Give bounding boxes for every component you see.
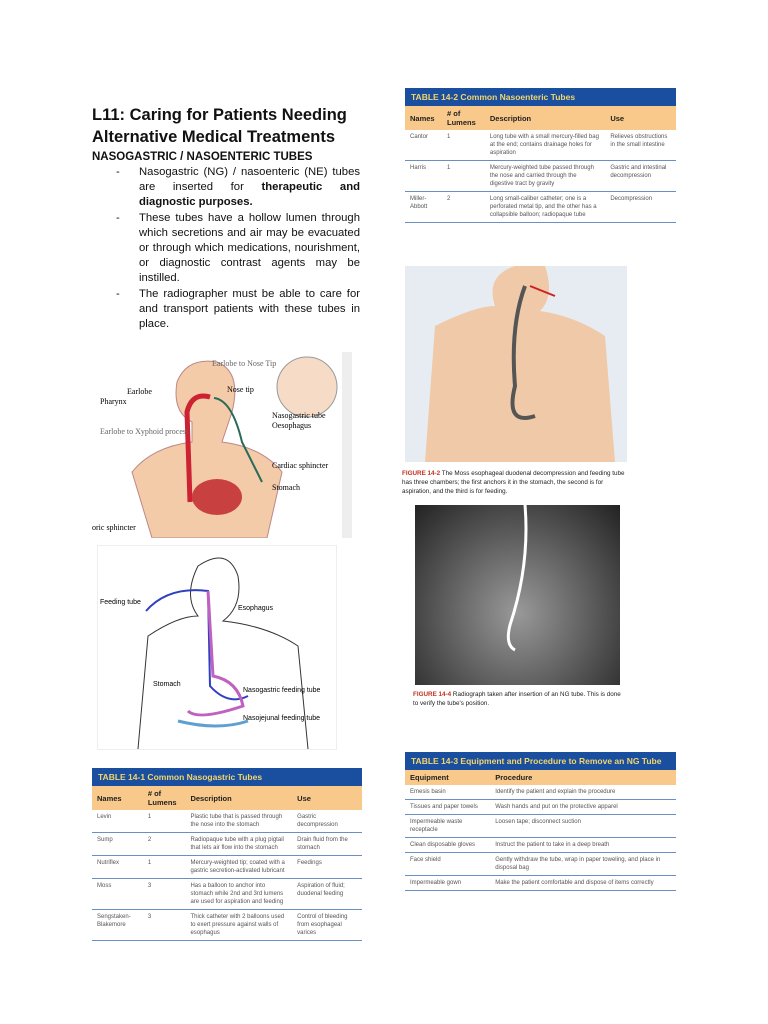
table-cell: 1 <box>442 130 485 161</box>
page-title: L11: Caring for Patients Needing Alterna… <box>92 106 347 146</box>
figure-14-2-caption: FIGURE 14-2 The Moss esophageal duodenal… <box>402 470 625 495</box>
svg-text:oric sphincter: oric sphincter <box>92 523 136 532</box>
table-cell: Gastric decompression <box>292 810 362 833</box>
table-cell: Has a balloon to anchor into stomach whi… <box>185 878 293 910</box>
table-cell: Impermeable waste receptacle <box>405 814 491 838</box>
svg-text:Earlobe: Earlobe <box>127 387 152 396</box>
table-cell: Mercury-weighted tube passed through the… <box>484 160 606 192</box>
table-cell: Moss <box>92 878 143 910</box>
table-cell: Gently withdraw the tube, wrap in paper … <box>490 852 676 876</box>
table-cell: Instruct the patient to take in a deep b… <box>490 837 676 853</box>
svg-text:Earlobe to Xyphoid process: Earlobe to Xyphoid process <box>100 427 189 436</box>
table-cell: Miller-Abbott <box>405 191 443 223</box>
table-cell: Control of bleeding from esophageal vari… <box>292 909 362 941</box>
table-cell: Face shield <box>405 852 491 876</box>
table-cell: Identify the patient and explain the pro… <box>490 785 676 800</box>
bullet: These tubes have a hollow lumen through … <box>92 211 360 287</box>
table-cell: Sump <box>92 832 143 856</box>
table-14-1: TABLE 14-1 Common Nasogastric Tubes Name… <box>92 768 362 941</box>
table-cell: Impermeable gown <box>405 875 491 891</box>
table-cell: Drain fluid from the stomach <box>292 832 362 856</box>
figure-14-4-caption: FIGURE 14-4 Radiograph taken after inser… <box>413 691 621 707</box>
table-cell: Cantor <box>405 130 443 161</box>
ng-tube-anatomy-figure: Earlobe to Nose Tip Nose tip Earlobe Pha… <box>92 352 352 538</box>
table-cell: Loosen tape; disconnect suction <box>490 814 676 838</box>
table-cell: Mercury-weighted tip; coated with a gast… <box>185 855 293 879</box>
table-cell: Emesis basin <box>405 785 491 800</box>
table-cell: 1 <box>142 855 186 879</box>
svg-text:Nasojejunal feeding tube: Nasojejunal feeding tube <box>243 715 320 722</box>
feeding-tube-figure: Feeding tube Esophagus Stomach Nasogastr… <box>97 545 337 750</box>
svg-text:Oesophagus: Oesophagus <box>272 421 311 430</box>
svg-text:Feeding tube: Feeding tube <box>100 599 141 606</box>
bullet: The radiographer must be able to care fo… <box>92 287 360 333</box>
table-14-2: TABLE 14-2 Common Nasoenteric Tubes Name… <box>405 88 676 223</box>
table-cell: Clean disposable gloves <box>405 837 491 853</box>
table-cell: 2 <box>142 832 186 856</box>
table-cell: Sengstaken-Blakemore <box>92 909 143 941</box>
table-cell: 1 <box>142 810 186 833</box>
bullet-list: Nasogastric (NG) / nasoenteric (NE) tube… <box>92 165 360 332</box>
table-cell: Relieves obstructions in the small intes… <box>605 130 676 161</box>
bullet: Nasogastric (NG) / nasoenteric (NE) tube… <box>92 165 360 211</box>
svg-text:Earlobe to Nose Tip: Earlobe to Nose Tip <box>212 359 276 368</box>
svg-text:Stomach: Stomach <box>272 483 300 492</box>
svg-text:Nasogastric feeding tube: Nasogastric feeding tube <box>243 687 321 694</box>
table-cell: 2 <box>442 191 485 223</box>
table-cell: Gastric and intestinal decompression <box>605 160 676 192</box>
table-cell: Radiopaque tube with a plug pigtail that… <box>185 832 293 856</box>
table-cell: Tissues and paper towels <box>405 799 491 815</box>
section-heading: NASOGASTRIC / NASOENTERIC TUBES <box>92 151 313 163</box>
svg-text:Nasogastric tube: Nasogastric tube <box>272 411 326 420</box>
table-cell: Thick catheter with 2 balloons used to e… <box>185 909 293 941</box>
table-cell: 3 <box>142 878 186 910</box>
table-cell: Nutriflex <box>92 855 143 879</box>
svg-text:Cardiac sphincter: Cardiac sphincter <box>272 461 329 470</box>
table-cell: 3 <box>142 909 186 941</box>
svg-text:Pharynx: Pharynx <box>100 397 127 406</box>
table-cell: Plastic tube that is passed through the … <box>185 810 293 833</box>
svg-text:Stomach: Stomach <box>153 681 181 688</box>
table-cell: Wash hands and put on the protective app… <box>490 799 676 815</box>
table-cell: Long tube with a small mercury-filled ba… <box>484 130 606 161</box>
table-cell: Harris <box>405 160 443 192</box>
table-cell: 1 <box>442 160 485 192</box>
table-cell: Make the patient comfortable and dispose… <box>490 875 676 891</box>
moss-tube-figure <box>405 266 627 462</box>
svg-text:Esophagus: Esophagus <box>238 605 274 612</box>
table-cell: Long small-caliber catheter; one is a pe… <box>484 191 606 223</box>
table-cell: Decompression <box>605 191 676 223</box>
table-cell: Levin <box>92 810 143 833</box>
svg-text:Nose tip: Nose tip <box>227 385 254 394</box>
table-cell: Aspiration of fluid; duodenal feeding <box>292 878 362 910</box>
radiograph-image <box>415 505 620 685</box>
table-cell: Feedings <box>292 855 362 879</box>
table-14-3: TABLE 14-3 Equipment and Procedure to Re… <box>405 752 676 891</box>
